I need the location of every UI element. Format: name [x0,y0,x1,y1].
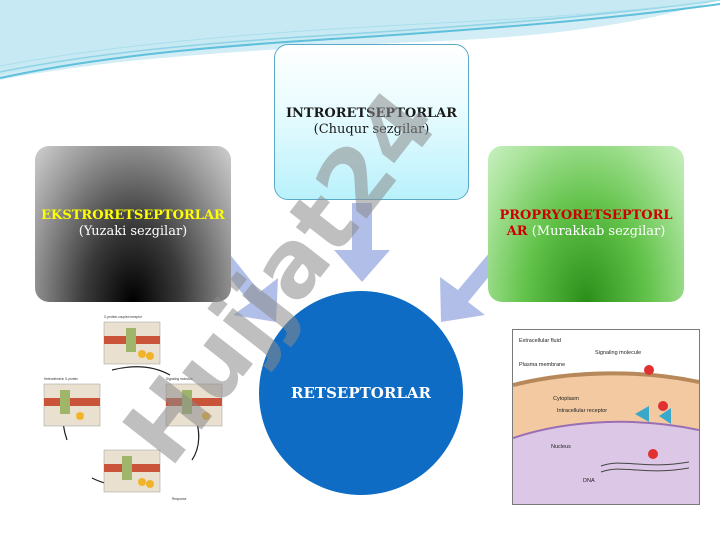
propryoretseptorlar-subtitle: (Murakkab sezgilar) [527,224,666,239]
left-fig-label-1: G protein-coupled receptor [104,315,143,319]
header-wave [0,0,720,80]
right-fig-extracellular: Extracellular fluid [519,338,561,344]
right-fig-plasma: Plasma membrane [519,362,565,368]
left-fig-label-heterotrimeric: Heterotrimeric G protein [44,377,78,381]
retseptorlar-circle: RETSEPTORLAR [259,291,463,495]
right-fig-signaling: Signaling molecule [595,350,641,356]
retseptorlar-label: RETSEPTORLAR [291,383,431,402]
arrow-intro-to-center [334,203,390,282]
right-fig-cytoplasm: Cytoplasm [553,396,579,402]
intracellular-receptor-figure: Extracellular fluid Plasma membrane Sign… [512,329,700,505]
left-fig-label-3: Signaling molecule [166,377,193,381]
propryoretseptorlar-box: PROPRYORETSEPTORLAR (Murakkab sezgilar) [488,146,684,302]
ekstroretseptorlar-title: EKSTRORETSEPTORLAR [41,208,225,223]
propryoretseptorlar-title: PROPRYORETSEPTORLAR [499,208,673,239]
g-protein-cycle-figure: G protein-coupled receptor Signaling mol… [42,310,224,510]
right-fig-dna: DNA [583,478,595,484]
introretseptorlar-title: INTRORETSEPTORLAR [285,106,458,121]
introretseptorlar-box: INTRORETSEPTORLAR (Chuqur sezgilar) [274,44,469,200]
panel-top [103,321,161,365]
right-fig-receptor: Intracellular receptor [557,408,607,414]
left-fig-label-response: Response [172,497,187,501]
panel-right [165,383,223,427]
introretseptorlar-subtitle: (Chuqur sezgilar) [313,122,430,137]
ekstroretseptorlar-subtitle: (Yuzaki sezgilar) [78,224,188,239]
right-fig-nucleus: Nucleus [551,444,571,450]
panel-left [43,383,101,427]
ekstroretseptorlar-box: EKSTRORETSEPTORLAR (Yuzaki sezgilar) [35,146,231,302]
panel-bottom [103,449,161,493]
